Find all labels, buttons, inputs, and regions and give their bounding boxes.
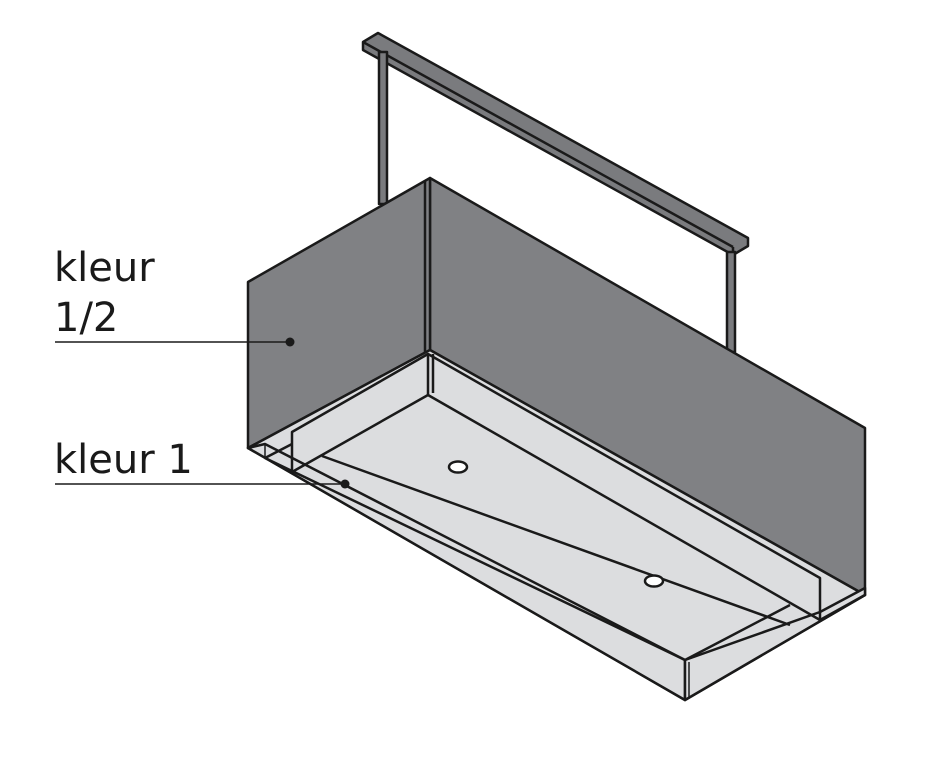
suspension-rod-right: [725, 250, 737, 354]
label-color-1-2-line1: kleur: [54, 245, 155, 291]
label-color-1: kleur 1: [54, 437, 193, 483]
light-hole-2: [643, 574, 665, 588]
leader-lower: [55, 479, 350, 489]
light-hole-1: [447, 460, 469, 474]
label-color-1-2-line2: 1/2: [54, 295, 119, 341]
suspension-rod-left: [377, 50, 389, 206]
ceiling-rail: [361, 31, 750, 257]
leader-upper: [55, 337, 295, 347]
